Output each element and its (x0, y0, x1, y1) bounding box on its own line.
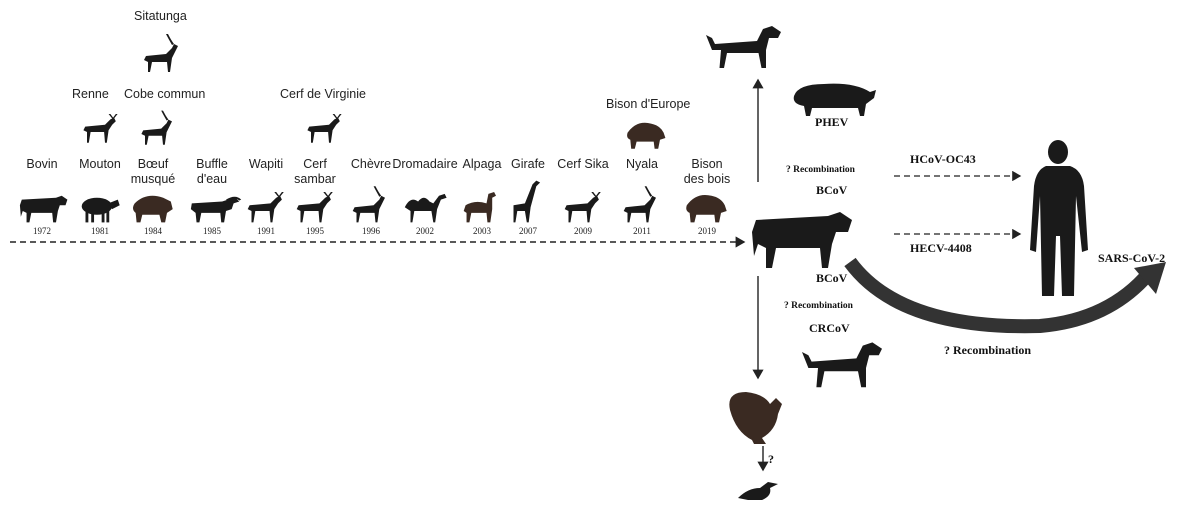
crcov-label: CRCoV (809, 321, 850, 335)
year-label-1: 1981 (91, 226, 109, 236)
nyala-icon (623, 186, 656, 223)
species-label-12-1: des bois (684, 172, 731, 186)
bison-icon (686, 194, 727, 223)
elk-icon (247, 192, 284, 223)
species-label-8-0: Alpaga (463, 157, 502, 171)
species-label-3-1: d'eau (197, 172, 227, 186)
year-label-7: 2002 (416, 226, 434, 236)
reindeer-icon (83, 114, 118, 143)
crcov-dog-icon (802, 342, 882, 388)
species-label-2-0: Bœuf (138, 157, 169, 171)
year-label-2: 1984 (144, 226, 163, 236)
species-label-5-1: sambar (294, 172, 336, 186)
species-label-11-0: Nyala (626, 157, 658, 171)
waterbuck-icon (141, 110, 172, 145)
year-label-10: 2009 (574, 226, 593, 236)
european-bison-icon (627, 122, 666, 149)
year-label-8: 2003 (473, 226, 492, 236)
sika-deer-icon (564, 192, 601, 223)
year-label-9: 2007 (519, 226, 538, 236)
recombination-curve-head (1134, 262, 1166, 294)
year-label-0: 1972 (33, 226, 51, 236)
cerf-virginie-label: Cerf de Virginie (280, 87, 366, 101)
giraffe-icon (513, 180, 541, 223)
species-label-5-0: Cerf (303, 157, 327, 171)
recombination-curve-arrow (844, 257, 1156, 334)
turkey-icon (729, 392, 782, 444)
year-label-4: 1991 (257, 226, 275, 236)
dog-icon (706, 26, 781, 68)
timeline: Bovin1972Mouton1981Bœufmusqué1984Buffled… (19, 157, 731, 236)
species-label-4-0: Wapiti (249, 157, 283, 171)
year-label-11: 2011 (633, 226, 651, 236)
human-icon (1030, 140, 1088, 296)
question-bird-label: ? (768, 452, 774, 466)
species-label-0-0: Bovin (26, 157, 57, 171)
year-label-6: 1996 (362, 226, 381, 236)
buffalo-icon (190, 196, 242, 223)
year-label-12: 2019 (698, 226, 717, 236)
hecv-label: HECV-4408 (910, 241, 972, 255)
bison-europe-label: Bison d'Europe (606, 97, 690, 111)
bcov-bottom-label: BCoV (816, 271, 848, 285)
year-label-3: 1985 (203, 226, 222, 236)
species-label-9-0: Girafe (511, 157, 545, 171)
species-label-3-0: Buffle (196, 157, 228, 171)
species-label-10-0: Cerf Sika (557, 157, 608, 171)
cobe-label: Cobe commun (124, 87, 205, 101)
recombination-mid-label: ? Recombination (784, 301, 854, 311)
sars-cov-2-label: SARS-CoV-2 (1098, 251, 1165, 265)
year-label-5: 1995 (306, 226, 325, 236)
sitatunga-icon (144, 34, 178, 72)
white-tailed-deer-icon (307, 114, 342, 143)
phev-label: PHEV (815, 115, 849, 129)
species-label-1-0: Mouton (79, 157, 121, 171)
alpaca-icon (463, 192, 496, 223)
recombination-top-label: ? Recombination (786, 165, 856, 175)
species-label-7-0: Dromadaire (392, 157, 457, 171)
recombination-curve-label: ? Recombination (944, 343, 1031, 357)
sitatunga-label: Sitatunga (134, 9, 187, 23)
species-label-12-0: Bison (691, 157, 722, 171)
central-cow-icon (752, 212, 852, 268)
pig-icon (793, 83, 876, 116)
muskox-icon (133, 195, 173, 223)
species-label-2-1: musqué (131, 172, 176, 186)
bcov-top-label: BCoV (816, 183, 848, 197)
species-label-6-0: Chèvre (351, 157, 391, 171)
hcov-oc43-label: HCoV-OC43 (910, 152, 976, 166)
sambar-icon (296, 192, 333, 223)
cow-icon (19, 195, 68, 223)
bird-icon (738, 482, 778, 500)
renne-label: Renne (72, 87, 109, 101)
camel-icon (404, 193, 447, 223)
sheep-icon (81, 197, 120, 223)
goat-icon (352, 186, 385, 223)
